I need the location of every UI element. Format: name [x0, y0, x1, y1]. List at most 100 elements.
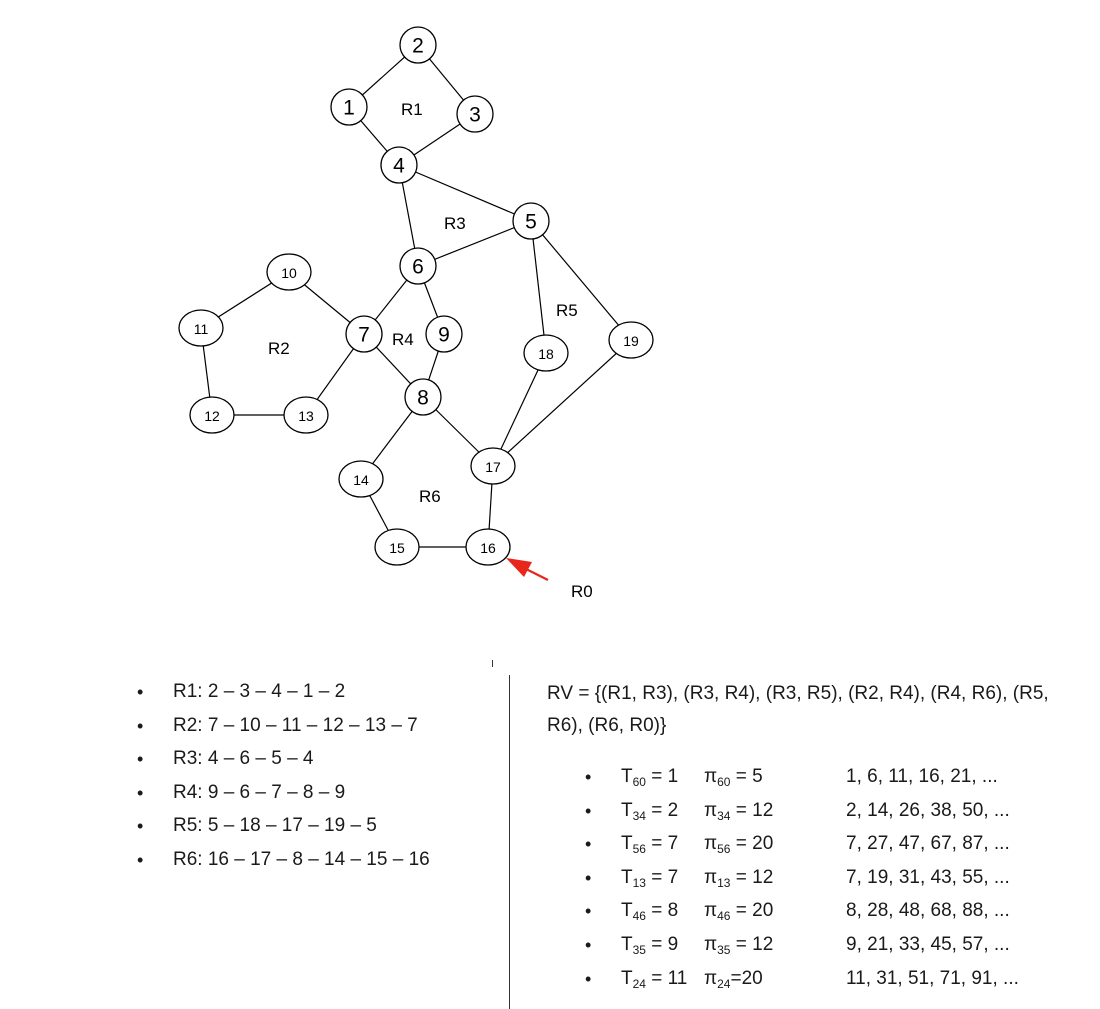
node-label: 6: [412, 256, 424, 279]
edge-5-18: [530, 220, 547, 354]
node-4: 4: [380, 146, 418, 184]
region-cycle: R1: 2 – 3 – 4 – 1 – 2: [173, 681, 346, 702]
list-item: • R2: 7 – 10 – 11 – 12 – 13 – 7: [137, 712, 477, 746]
pi-symbol: π: [704, 866, 718, 888]
sequence: 9, 21, 33, 45, 57, ...: [846, 933, 1010, 955]
node-circle: [266, 253, 312, 291]
region-label-r5: R5: [556, 301, 578, 320]
bullet-icon: •: [585, 834, 592, 855]
t-subscript: 13: [632, 875, 646, 890]
list-item: • R5: 5 – 18 – 17 – 19 – 5: [137, 812, 477, 846]
period-length: π60 = 5: [704, 762, 763, 792]
node-label: 5: [525, 211, 537, 234]
node-circle: [178, 309, 224, 347]
edge-4-5: [398, 164, 532, 222]
node-label: 18: [538, 346, 554, 362]
pi-symbol: π: [704, 933, 718, 955]
region-cycle: R2: 7 – 10 – 11 – 12 – 13 – 7: [173, 714, 418, 736]
node-10: 10: [266, 253, 312, 291]
node-1: 1: [330, 88, 368, 126]
node-16: 16: [465, 528, 511, 566]
region-label-r6: R6: [419, 487, 441, 506]
period-offset: T24 = 11: [621, 964, 687, 994]
region-label-r1: R1: [401, 100, 423, 119]
node-circle: [330, 88, 368, 126]
period-length: π13 = 12: [704, 863, 773, 893]
node-circle: [608, 321, 654, 359]
t-subscript: 24: [632, 976, 646, 991]
sequence: 8, 28, 48, 68, 88, ...: [846, 900, 1010, 922]
t-symbol: T: [621, 900, 633, 922]
region-cycle: R6: 16 – 17 – 8 – 14 – 15 – 16: [173, 848, 430, 870]
period-offset: T56 = 7: [621, 829, 678, 859]
node-9: 9: [425, 315, 463, 353]
node-15: 15: [374, 528, 420, 566]
node-label: 11: [194, 321, 209, 337]
pi-subscript: 34: [717, 808, 731, 823]
list-item: • R3: 4 – 6 – 5 – 4: [137, 745, 477, 779]
node-label: 12: [204, 408, 220, 424]
bullet-icon: •: [585, 934, 592, 955]
node-label: 3: [469, 104, 481, 127]
pi-symbol: π: [704, 833, 718, 855]
node-11: 11: [178, 309, 224, 347]
t-subscript: 34: [632, 808, 646, 823]
sequence: 7, 19, 31, 43, 55, ...: [846, 866, 1010, 888]
node-label: 2: [412, 35, 424, 58]
node-6: 6: [399, 247, 437, 285]
t-symbol: T: [621, 866, 633, 888]
t-symbol: T: [621, 833, 633, 855]
period-offset: T34 = 2: [621, 796, 678, 826]
node-circle: [512, 202, 550, 240]
node-circle: [456, 95, 494, 133]
node-circle: [283, 396, 329, 434]
node-circle: [465, 528, 511, 566]
r0-arrow-icon: [506, 558, 549, 581]
region-cycle: R5: 5 – 18 – 17 – 19 – 5: [173, 815, 377, 837]
pi-value: = 12: [730, 799, 774, 821]
node-7: 7: [345, 315, 383, 353]
t-value: = 8: [645, 900, 679, 922]
pi-subscript: 60: [717, 775, 731, 789]
region-label-r4: R4: [392, 330, 414, 349]
bullet-icon: •: [137, 749, 144, 770]
pi-subscript: 24: [717, 976, 731, 991]
node-circle: [470, 447, 516, 485]
bullet-icon: •: [137, 816, 144, 837]
t-symbol: T: [621, 799, 633, 821]
bullet-icon: •: [585, 867, 592, 888]
edge-6-5: [417, 220, 532, 267]
period-length: π24=20: [704, 964, 763, 994]
node-label: 15: [389, 540, 405, 556]
t-symbol: T: [621, 766, 633, 787]
node-2: 2: [399, 26, 437, 64]
edge-5-19: [530, 220, 632, 341]
pi-value: = 12: [730, 866, 774, 888]
period-length: π35 = 12: [704, 930, 773, 960]
pi-subscript: 46: [717, 909, 731, 924]
bullet-icon: •: [137, 715, 144, 736]
region-label-r3: R3: [444, 214, 466, 233]
region-cycle: R3: 4 – 6 – 5 – 4: [173, 748, 314, 770]
rv-set: RV = {(R1, R3), (R3, R4), (R3, R5), (R2,…: [547, 683, 1049, 736]
node-label: 19: [623, 333, 639, 349]
node-label: 4: [393, 155, 405, 178]
node-circle: [189, 396, 235, 434]
node-circle: [374, 528, 420, 566]
t-subscript: 46: [632, 909, 646, 924]
pi-value: = 12: [730, 933, 774, 955]
node-label: 1: [343, 97, 355, 120]
pi-symbol: π: [704, 900, 718, 922]
regions-list: • R1: 2 – 3 – 4 – 1 – 2 • R2: 7 – 10 – 11 …: [137, 678, 477, 880]
period-length: π56 = 20: [704, 829, 773, 859]
node-5: 5: [512, 202, 550, 240]
pi-subscript: 56: [717, 842, 731, 857]
list-item: •R6: 16 – 17 – 8 – 14 – 15 – 16: [137, 846, 477, 880]
